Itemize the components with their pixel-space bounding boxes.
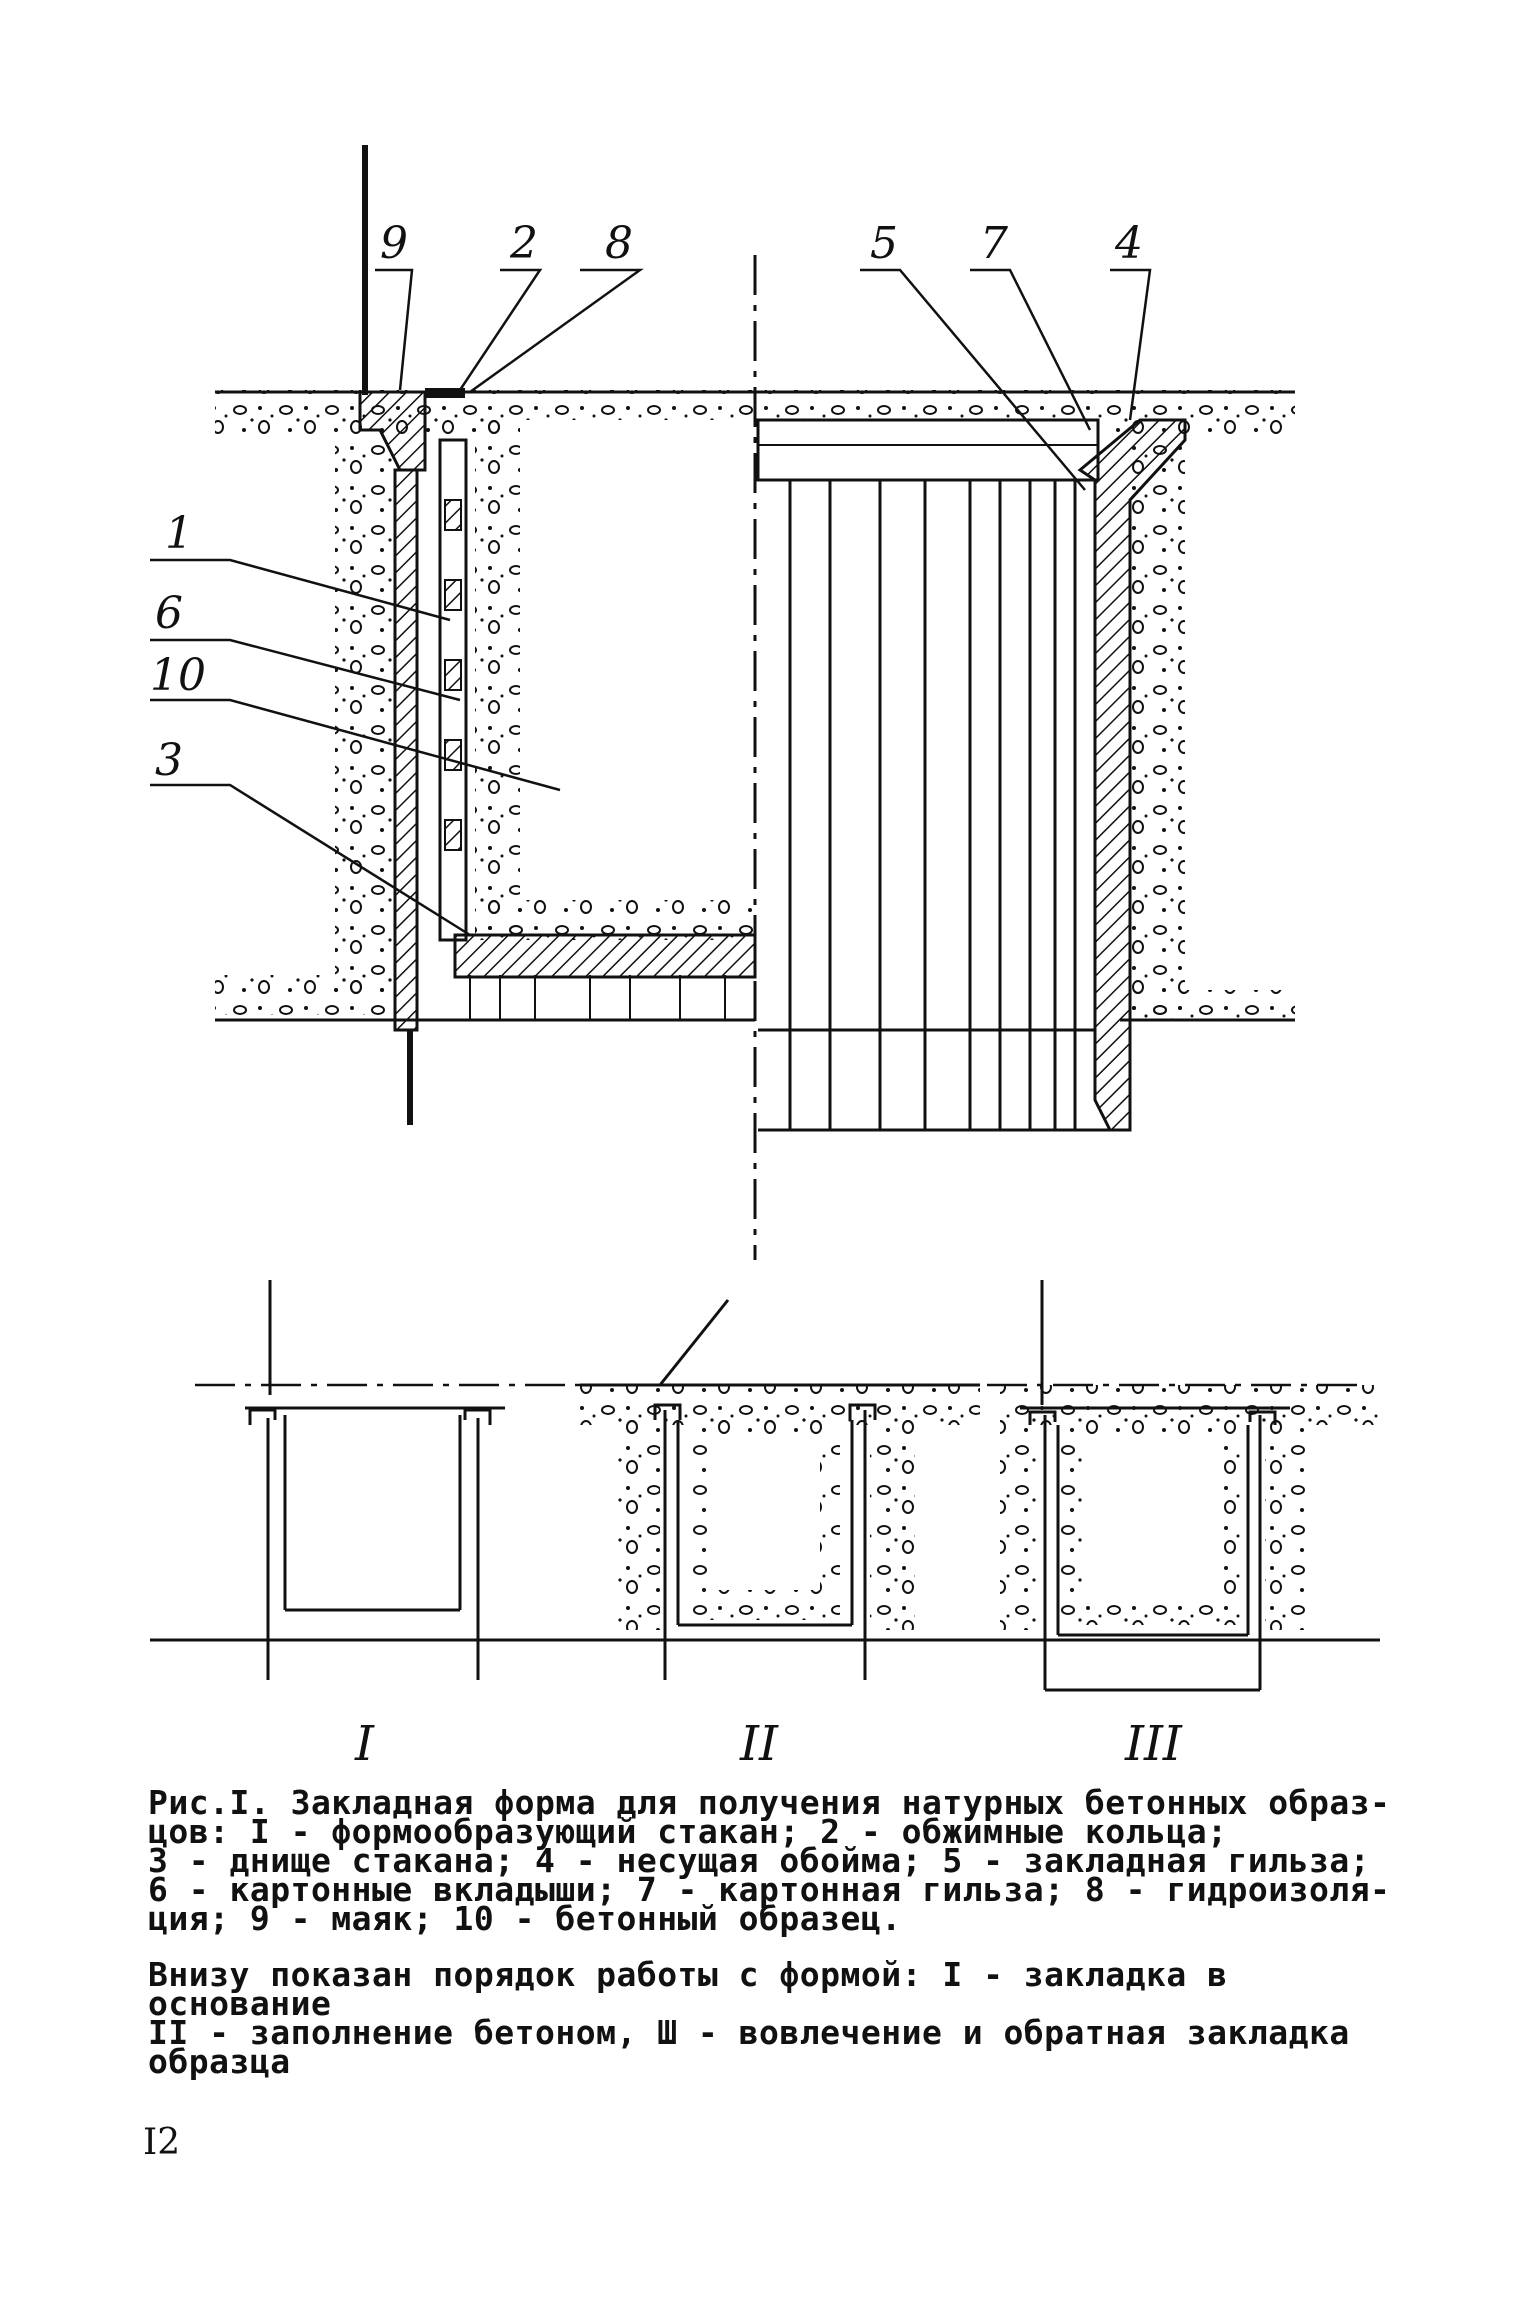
page-number: I2: [143, 2122, 181, 2163]
stage-label-1: I: [354, 1716, 375, 1772]
stage-2-diagram: [580, 1299, 980, 1680]
label-2: 2: [509, 218, 538, 269]
sample-bottom-concrete: [480, 900, 755, 940]
label-7: 7: [980, 218, 1008, 269]
figure-caption: Рис.I. Закладная форма для получения нат…: [148, 1783, 1391, 1938]
waterproofing-top-left: [425, 388, 465, 398]
stage-3-diagram: [1000, 1280, 1380, 1692]
label-1: 1: [165, 508, 193, 559]
sleeve-slats: [788, 480, 1077, 1130]
figure-caption-note: Внизу показан порядок работы с формой: I…: [148, 1955, 1350, 2081]
glass-bottom: [453, 933, 757, 979]
label-5: 5: [870, 218, 898, 269]
cardboard-inserts: [444, 499, 462, 851]
stage-label-3: III: [1124, 1716, 1183, 1772]
cardboard-sleeve-top: [756, 418, 1100, 482]
stage-1-diagram: [245, 1280, 505, 1680]
left-base-concrete: [215, 975, 395, 1015]
left-concrete-inner: [475, 420, 520, 940]
label-4: 4: [1114, 218, 1143, 269]
bottom-slats-left: [469, 975, 726, 1020]
left-concrete-wall: [335, 440, 395, 1000]
label-8: 8: [605, 218, 633, 269]
label-6: 6: [155, 588, 183, 639]
concrete-sample: [520, 420, 755, 900]
right-base-concrete: [1130, 990, 1295, 1020]
right-concrete-wall: [1130, 440, 1185, 1020]
label-3: 3: [155, 735, 183, 786]
stage-label-2: II: [739, 1716, 779, 1772]
label-9: 9: [380, 218, 408, 269]
embedded-form-diagram: 9 2 8 1 6 10 3 5 7 4: [150, 145, 1380, 1772]
leader-lines: [150, 268, 1152, 937]
stage-diagrams: I II III: [150, 1280, 1380, 1772]
label-10: 10: [150, 650, 206, 701]
main-section: 9 2 8 1 6 10 3 5 7 4: [150, 145, 1295, 1260]
